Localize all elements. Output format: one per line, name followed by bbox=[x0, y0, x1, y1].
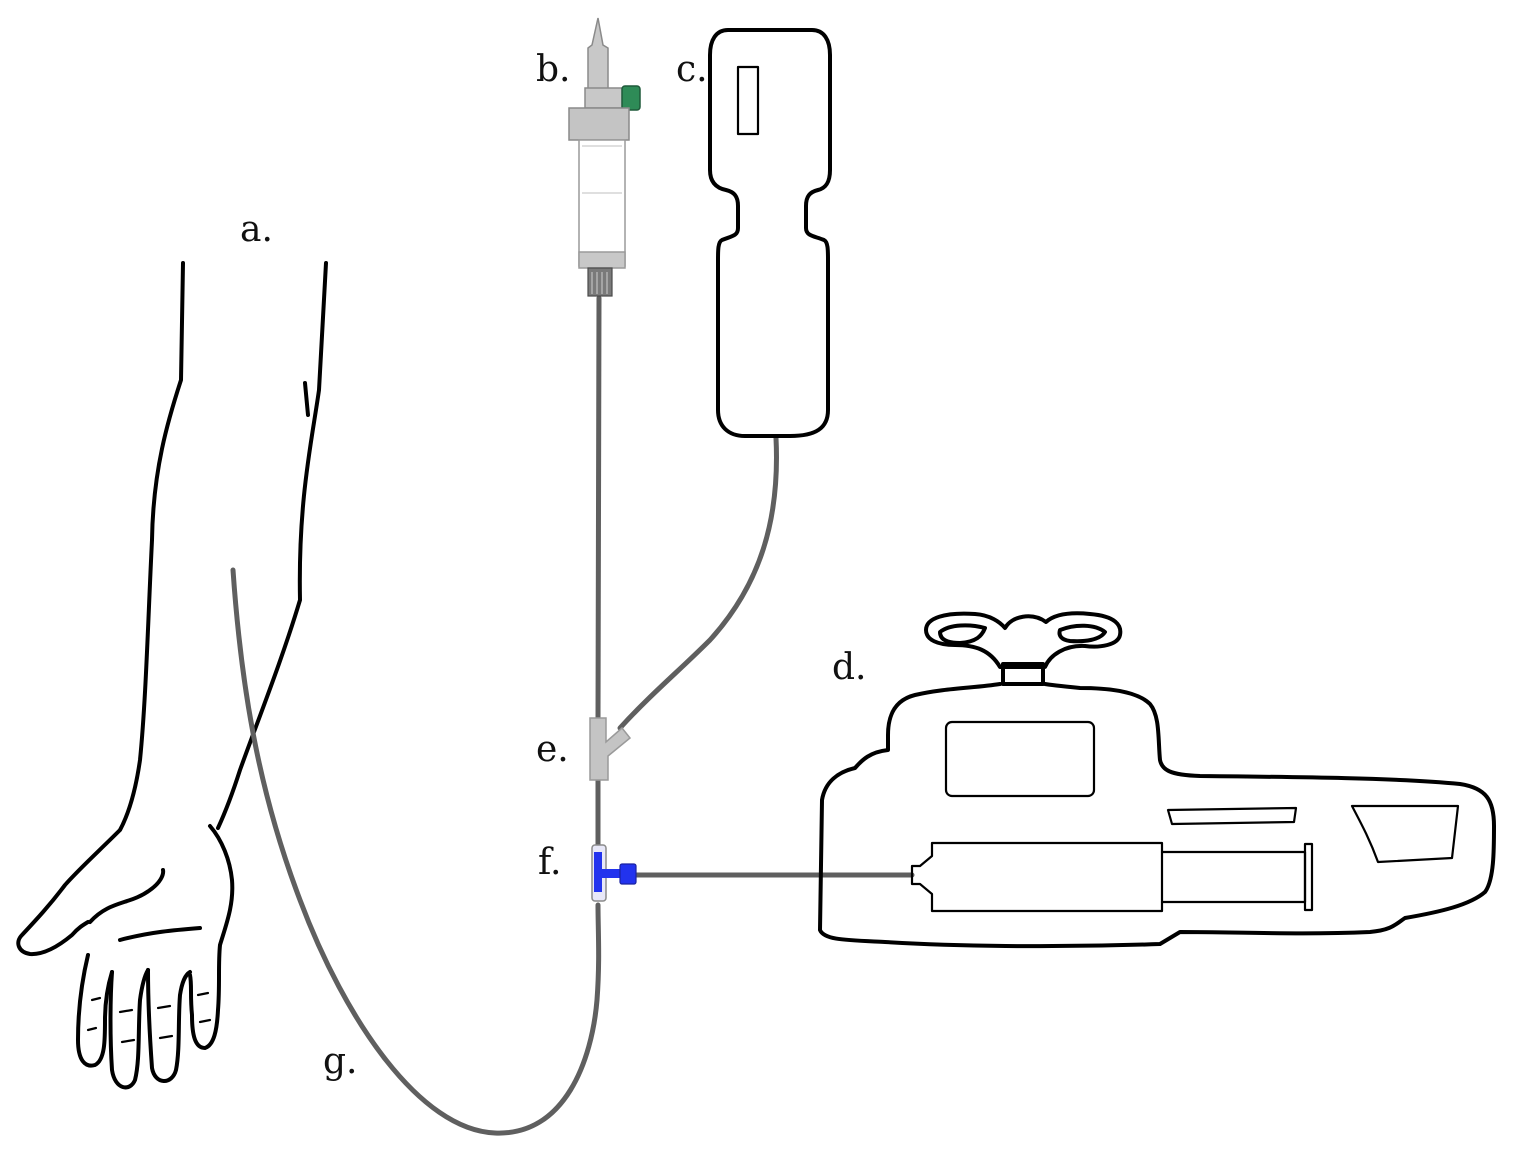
patient-tubing bbox=[230, 567, 602, 1136]
infusion-bag bbox=[708, 28, 832, 438]
spike bbox=[587, 17, 609, 93]
finger-middle bbox=[108, 968, 150, 1090]
syringe-plunger-flange bbox=[1303, 842, 1314, 912]
pump-body bbox=[818, 682, 1496, 949]
pump-slot bbox=[1166, 806, 1298, 826]
bag-tubing bbox=[617, 435, 779, 731]
arm-inner-contour bbox=[216, 261, 328, 830]
roller-clamp bbox=[621, 85, 641, 111]
pump-handle-right-grip bbox=[1057, 623, 1107, 644]
connector-luer bbox=[619, 863, 637, 885]
syringe-barrel bbox=[910, 841, 1164, 913]
y-connector bbox=[589, 717, 632, 781]
bag-outline bbox=[708, 28, 832, 438]
arm-crease bbox=[303, 381, 310, 417]
finger-ring bbox=[146, 968, 192, 1083]
label-e: e. bbox=[536, 729, 569, 770]
label-b: b. bbox=[536, 49, 571, 90]
filter-ribs bbox=[591, 272, 608, 294]
pump-keypad bbox=[1350, 804, 1460, 864]
thumb-crease bbox=[88, 868, 166, 924]
chamber-bottom bbox=[578, 251, 626, 269]
label-c: c. bbox=[676, 49, 708, 90]
label-g: g. bbox=[323, 1041, 358, 1082]
finger-index bbox=[76, 953, 114, 1068]
pump-handle-neck bbox=[1001, 662, 1045, 686]
finger-nail-marks bbox=[86, 991, 212, 1044]
syringe-pump bbox=[818, 611, 1496, 949]
spike-collar bbox=[584, 87, 626, 109]
label-f: f. bbox=[538, 842, 562, 883]
arm-outer-contour bbox=[16, 261, 185, 957]
palm-crease bbox=[118, 926, 202, 942]
syringe-plunger-rod bbox=[1160, 850, 1307, 904]
connector-side-arm bbox=[600, 869, 620, 878]
drip-chamber-set bbox=[568, 17, 641, 297]
chamber-body bbox=[578, 139, 626, 267]
y-connector-body bbox=[589, 717, 632, 781]
palm-contour bbox=[188, 824, 235, 1050]
main-iv-line bbox=[595, 295, 602, 723]
chamber-inner-lines bbox=[582, 145, 622, 194]
pump-display bbox=[944, 720, 1096, 798]
chamber-cap bbox=[568, 107, 630, 141]
bag-label-window bbox=[736, 65, 760, 136]
label-d: d. bbox=[832, 647, 867, 688]
pump-handle-left-grip bbox=[938, 623, 987, 645]
label-a: a. bbox=[240, 209, 273, 250]
connector-valve bbox=[594, 852, 602, 892]
three-way-connector bbox=[591, 844, 637, 902]
pump-handle bbox=[924, 611, 1123, 669]
arm-illustration bbox=[16, 261, 328, 1090]
